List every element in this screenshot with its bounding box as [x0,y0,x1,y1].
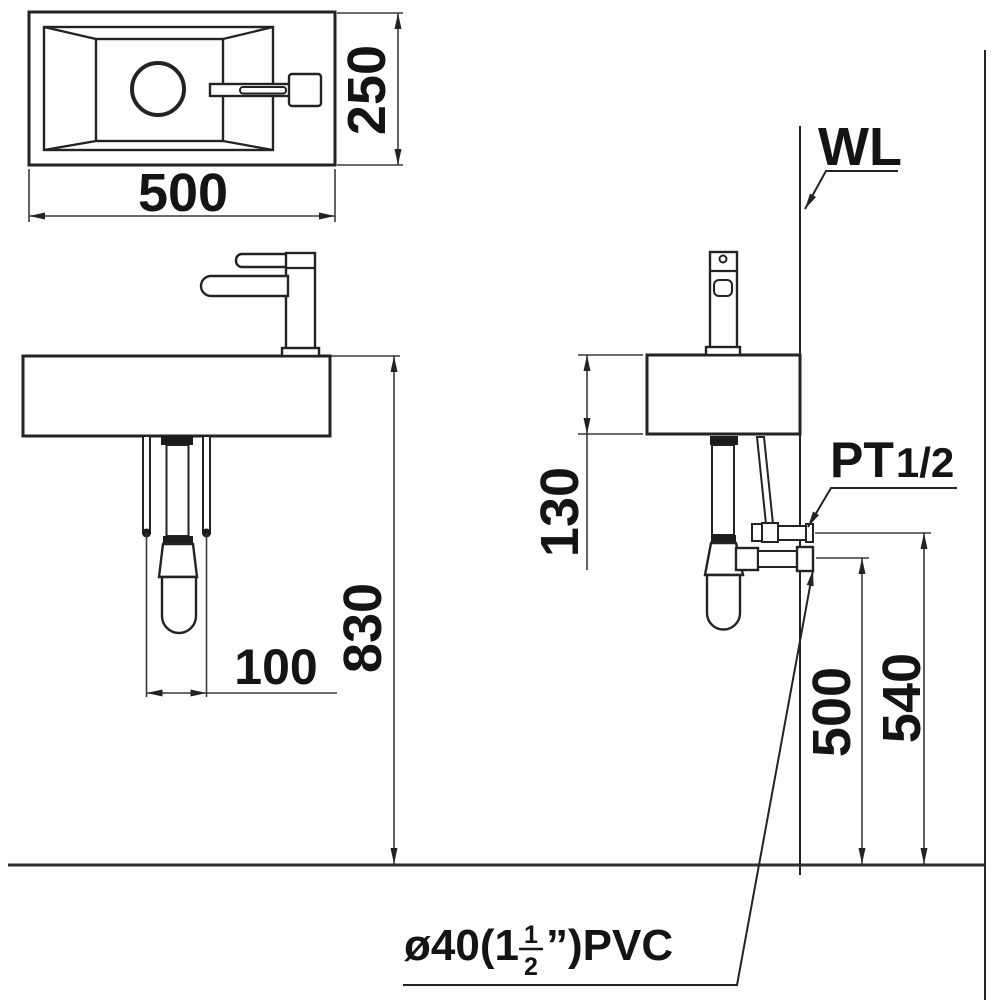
arrowhead [394,149,402,165]
basin-taper-line [222,139,274,152]
dimension-rim-height: 830 [333,356,398,864]
trap-cup-side [703,541,745,577]
arrowhead [583,418,591,434]
faucet-top-detail [718,254,728,264]
trap-cup [157,542,199,579]
drain-pipe-label: ø40(1 1 2 ”)PVC [403,569,814,986]
arrowhead [805,193,816,209]
front-view [21,251,400,697]
arrowhead [808,511,819,527]
supply-pipe-right [202,435,211,534]
dimension-basin-height: 130 [530,354,643,570]
leader-line [807,487,957,528]
dimension-top-depth: 250 [337,12,403,166]
dimension-supply-height: 540 [815,532,932,864]
arrowhead [394,13,402,29]
supply-nut [761,522,779,543]
fraction-numerator: 1 [524,921,538,949]
arrowhead [29,212,45,220]
dimension-value: 130 [530,467,590,557]
trap-bulb-side [705,573,742,631]
top-view [27,10,337,167]
trap-nut [163,536,193,544]
wall-line-label: WL [804,117,902,210]
fraction-denominator: 2 [524,953,538,981]
faucet-body-side [708,250,739,354]
drain-flange-side [710,436,738,445]
arrowhead [319,212,335,220]
dimension-value: 540 [872,653,932,743]
drain-flange [161,436,193,445]
svg-text:PT1/2: PT1/2 [830,432,954,488]
supply-thread-label: PT1/2 [807,432,957,528]
arrowhead [190,689,207,697]
arrowhead [146,689,163,697]
dimension-value: 500 [138,163,228,223]
dimension-drain-offset: 100 [146,639,337,697]
drain-tailpipe-side [711,444,735,536]
thread-size: 1/2 [896,439,954,486]
drain-tailpipe [165,444,190,537]
basin-taper-line [222,25,274,41]
supply-hose [755,436,775,525]
supply-elbow [751,523,763,542]
leader-line [403,569,814,986]
arrowhead [583,355,591,371]
pipe-spec-suffix: ”)PVC [546,921,673,970]
arrowhead [858,848,866,864]
faucet-body [284,251,317,354]
wall-line-text: WL [818,117,902,177]
supply-pipe-left [142,435,151,534]
faucet-handle-top [287,72,323,108]
drain-hole [130,61,186,117]
trap-nut-side [711,535,736,543]
pipe-spec-prefix: ø40(1 [404,921,519,970]
arrowhead [390,356,398,372]
trap-bulb [160,575,198,635]
trap-outlet-pipe [757,550,798,568]
faucet-base-side [704,345,742,357]
dimension-drain-height: 500 [802,557,869,864]
dimension-value: 250 [337,45,397,135]
sink-body-side [645,353,802,436]
dimension-value: 500 [802,667,862,757]
basin-taper-line [43,25,97,41]
arrowhead [390,848,398,864]
faucet-handle [234,252,292,269]
faucet-spout [199,274,290,298]
arrowhead [920,533,928,549]
faucet-spout-detail [239,86,287,95]
faucet-base [280,346,321,358]
supply-wall-pipe [777,525,807,541]
trap-outlet-nut [734,546,760,572]
wall-drain-flange [795,545,815,573]
arrowhead [920,848,928,864]
arrowhead [806,570,814,587]
supply-wall-end [805,523,814,543]
dimension-value: 830 [333,583,393,673]
arrowhead [858,558,866,574]
thread-type: PT [830,432,894,488]
sink-body-front [21,354,332,438]
faucet-spout-outlet [713,279,733,297]
basin-taper-line [43,139,97,152]
dimension-value: 100 [234,639,317,695]
dimension-top-width: 500 [28,163,336,223]
side-view [645,50,986,1000]
